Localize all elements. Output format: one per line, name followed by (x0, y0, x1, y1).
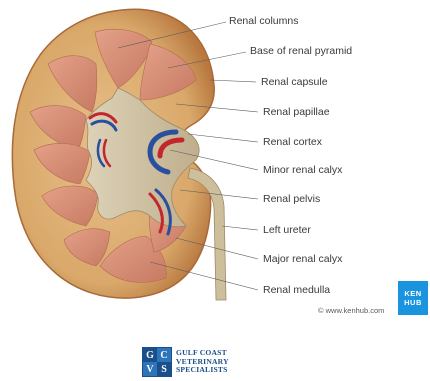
gcvs-logo-text: GULF COAST VETERINARY SPECIALISTS (176, 349, 229, 375)
label-renal-papillae: Renal papillae (263, 106, 330, 118)
gcvs-logo-mark: G C V S (142, 347, 172, 377)
label-renal-columns: Renal columns (229, 15, 298, 27)
kenhub-logo-line2: HUB (404, 298, 422, 307)
gulf-coast-veterinary-specialists-logo[interactable]: G C V S GULF COAST VETERINARY SPECIALIST… (142, 347, 229, 377)
label-renal-cortex: Renal cortex (263, 136, 322, 148)
label-renal-capsule: Renal capsule (261, 76, 328, 88)
kenhub-logo[interactable]: KEN HUB (398, 281, 428, 315)
label-minor-renal-calyx: Minor renal calyx (263, 164, 342, 176)
copyright-text: © www.kenhub.com (318, 306, 384, 315)
label-renal-medulla: Renal medulla (263, 284, 330, 296)
label-renal-pelvis: Renal pelvis (263, 193, 320, 205)
label-base-of-renal-pyramid: Base of renal pyramid (250, 45, 352, 57)
label-major-renal-calyx: Major renal calyx (263, 253, 342, 265)
label-left-ureter: Left ureter (263, 224, 311, 236)
kenhub-logo-line1: KEN (404, 289, 421, 298)
